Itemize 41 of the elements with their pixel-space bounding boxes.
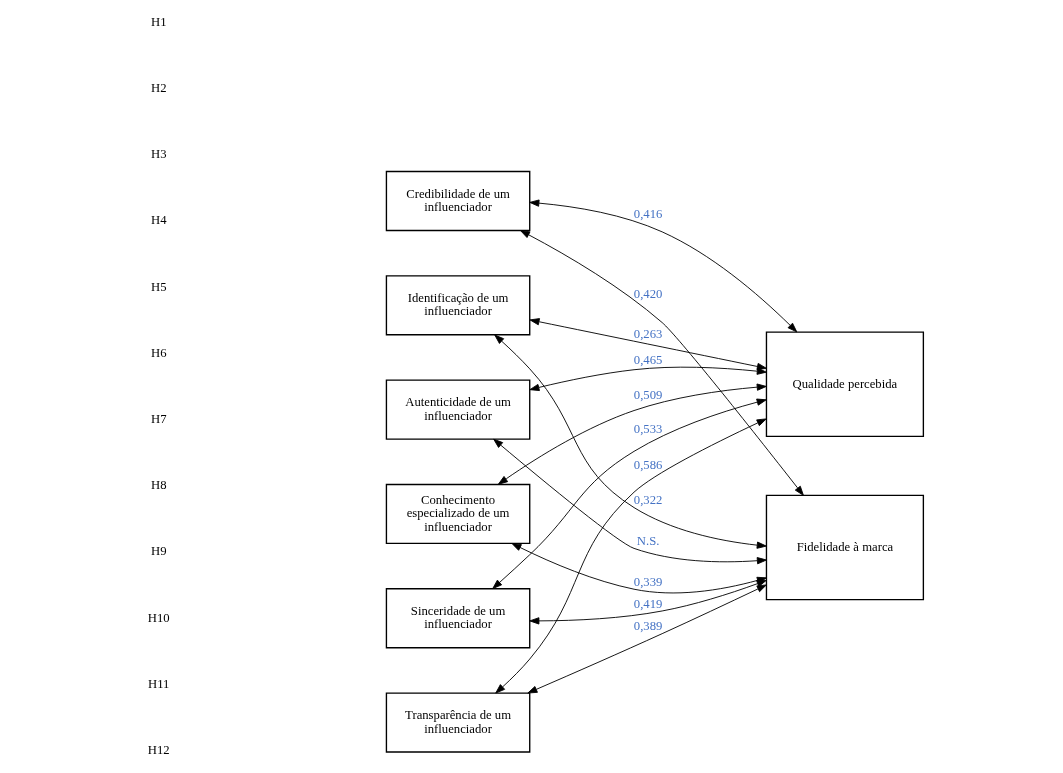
arrow — [492, 438, 767, 565]
label: H4 — [150, 213, 167, 228]
edge-label: 0,419 — [633, 596, 662, 611]
label: H9 — [150, 544, 167, 559]
label: H12 — [147, 743, 170, 758]
edge-label: 0,509 — [633, 387, 662, 402]
arrow — [528, 366, 767, 392]
arrow — [529, 318, 767, 371]
label: H3 — [150, 147, 167, 162]
edge-label: 0,586 — [633, 457, 662, 472]
node-box: Autenticidade de um influenciador — [385, 379, 530, 440]
arrow — [497, 383, 767, 485]
arrow — [519, 230, 804, 496]
label: H2 — [150, 80, 167, 95]
arrow — [493, 334, 767, 549]
label: H1 — [150, 14, 167, 29]
label: H6 — [150, 345, 167, 360]
label: H10 — [147, 610, 170, 625]
node-box: Fidelidade à marca — [765, 494, 924, 601]
edge-label: 0,389 — [633, 619, 662, 634]
label: H8 — [150, 478, 167, 493]
node-box: Credibilidade de um influenciador — [385, 170, 530, 232]
edge-label: 0,322 — [633, 493, 662, 508]
node-box: Sinceridade de um influenciador — [385, 588, 530, 649]
edge-label: 0,416 — [633, 206, 662, 221]
edge-label: 0,339 — [633, 574, 662, 589]
edge-label: 0,263 — [633, 327, 662, 342]
node-box: Identificação de um influenciador — [385, 275, 530, 336]
arrow — [528, 579, 767, 625]
edge-label: 0,420 — [633, 287, 662, 302]
node-box: Transparência de um influenciador — [385, 692, 530, 753]
edge-label: 0,465 — [633, 352, 662, 367]
edge-label: N.S. — [636, 533, 659, 548]
arrow — [528, 199, 797, 333]
node-box: Qualidade percebida — [765, 331, 924, 438]
edge-label: 0,533 — [633, 422, 662, 437]
label: H5 — [150, 279, 167, 294]
label: H7 — [150, 411, 167, 426]
node-box: Conhecimento especializado de um influenciador — [385, 483, 530, 545]
arrow — [526, 584, 767, 694]
label: H11 — [147, 676, 169, 691]
